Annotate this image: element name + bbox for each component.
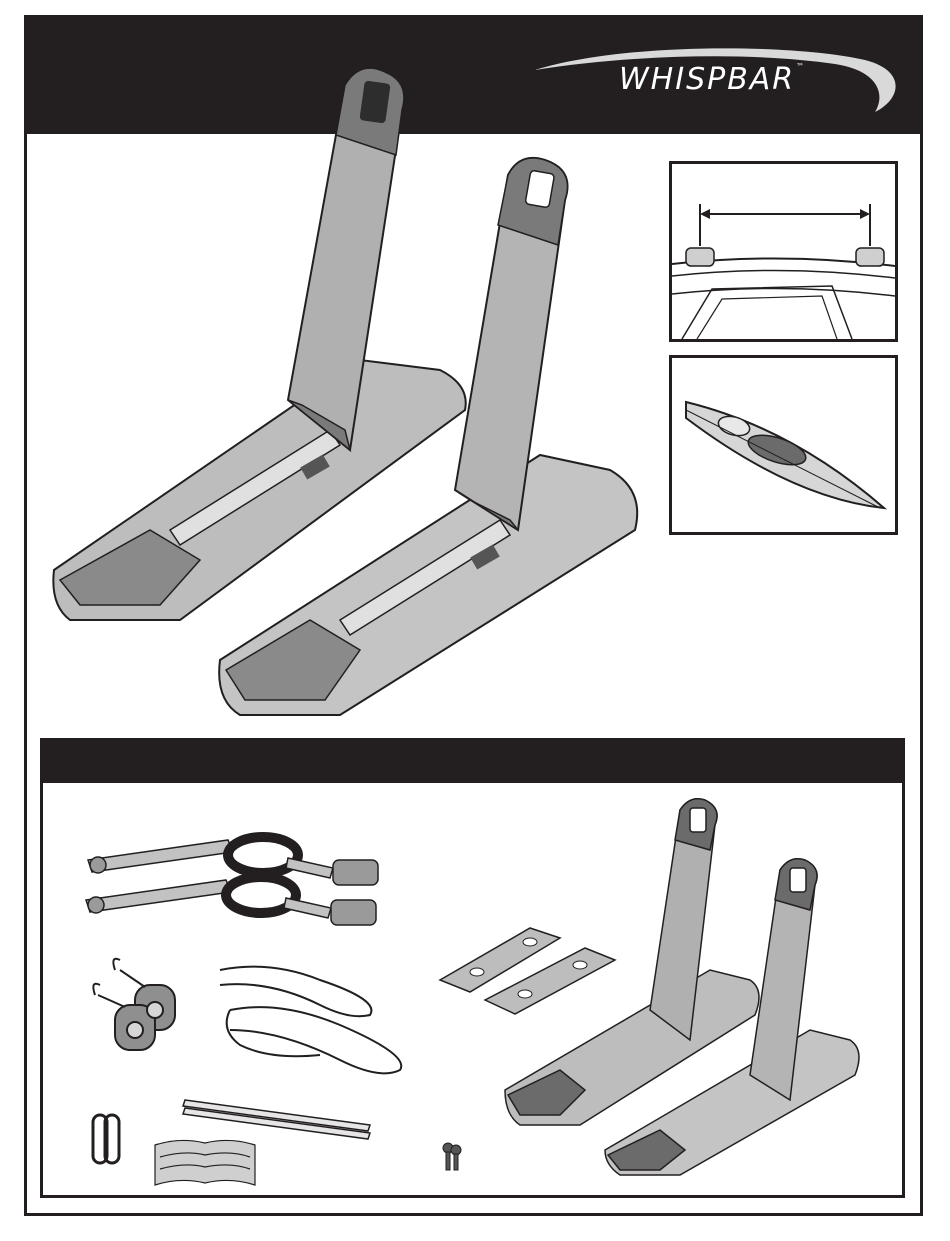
ratchet-pulley-icon <box>90 955 190 1075</box>
carabiner-icon <box>85 1110 130 1170</box>
bungee-cord-icon <box>210 960 430 1090</box>
kayak-icon <box>672 358 895 532</box>
kayak-carrier-pair-illustration <box>40 60 660 730</box>
crossbar-spacing-diagram-icon <box>672 164 895 339</box>
carrier-pair-icon <box>500 790 875 1180</box>
tie-down-strap-icon <box>78 820 388 935</box>
trademark-symbol: ™ <box>796 62 806 71</box>
kayak-inset <box>669 355 898 535</box>
keys-icon <box>440 1140 465 1175</box>
crossbar-spacing-inset <box>669 161 898 342</box>
rubber-pads-icon <box>150 1135 260 1195</box>
